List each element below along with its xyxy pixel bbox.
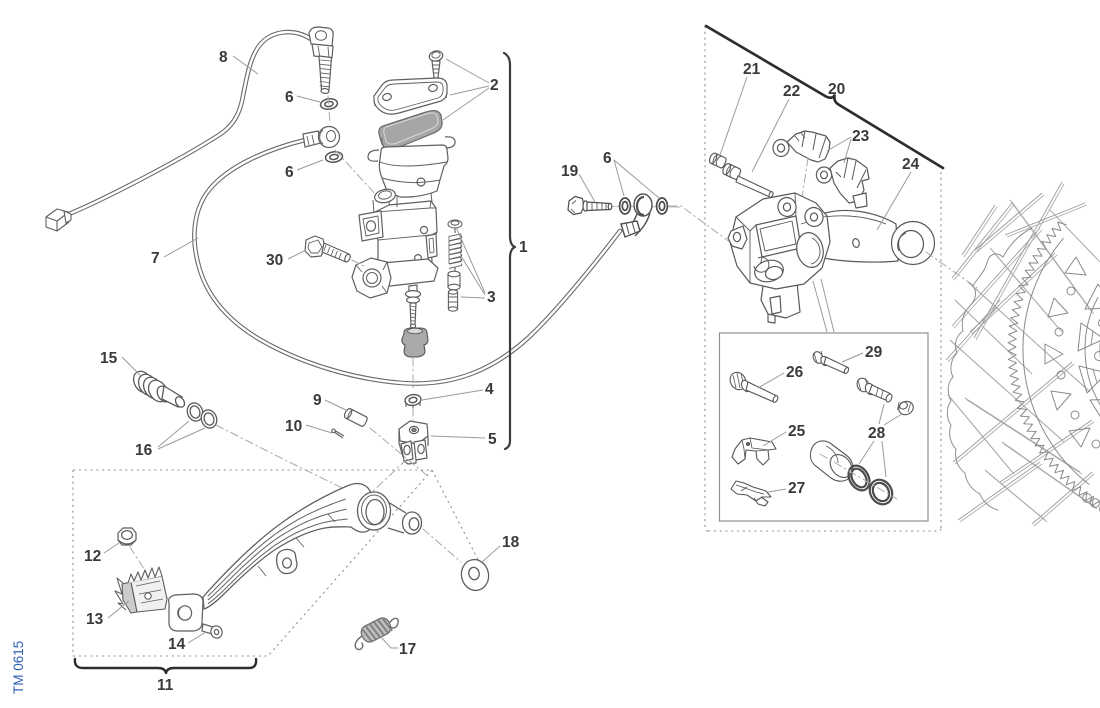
svg-text:6: 6 [285, 164, 294, 181]
svg-text:20: 20 [828, 81, 845, 98]
svg-text:8: 8 [219, 49, 228, 66]
svg-text:28: 28 [868, 425, 886, 442]
svg-text:TM 0615: TM 0615 [11, 641, 26, 694]
svg-text:19: 19 [561, 163, 579, 180]
svg-text:21: 21 [743, 61, 761, 78]
svg-text:9: 9 [313, 392, 322, 409]
svg-text:30: 30 [266, 252, 283, 269]
svg-text:5: 5 [488, 431, 497, 448]
svg-text:24: 24 [902, 156, 920, 173]
svg-text:13: 13 [86, 611, 104, 628]
svg-text:7: 7 [151, 250, 160, 267]
svg-text:14: 14 [168, 636, 186, 653]
svg-text:17: 17 [399, 641, 416, 658]
svg-text:22: 22 [783, 83, 800, 100]
svg-text:2: 2 [490, 77, 499, 94]
svg-text:27: 27 [788, 480, 805, 497]
svg-text:12: 12 [84, 548, 101, 565]
svg-text:11: 11 [157, 677, 174, 694]
svg-text:29: 29 [865, 344, 883, 361]
svg-text:1: 1 [519, 239, 528, 256]
svg-text:16: 16 [135, 442, 153, 459]
svg-text:6: 6 [285, 89, 294, 106]
svg-text:18: 18 [502, 534, 520, 551]
svg-text:10: 10 [285, 418, 302, 435]
svg-text:3: 3 [487, 289, 496, 306]
svg-text:4: 4 [485, 381, 494, 398]
svg-text:25: 25 [788, 423, 806, 440]
svg-text:6: 6 [603, 150, 612, 167]
svg-text:15: 15 [100, 350, 118, 367]
svg-text:23: 23 [852, 128, 870, 145]
svg-text:26: 26 [786, 364, 804, 381]
